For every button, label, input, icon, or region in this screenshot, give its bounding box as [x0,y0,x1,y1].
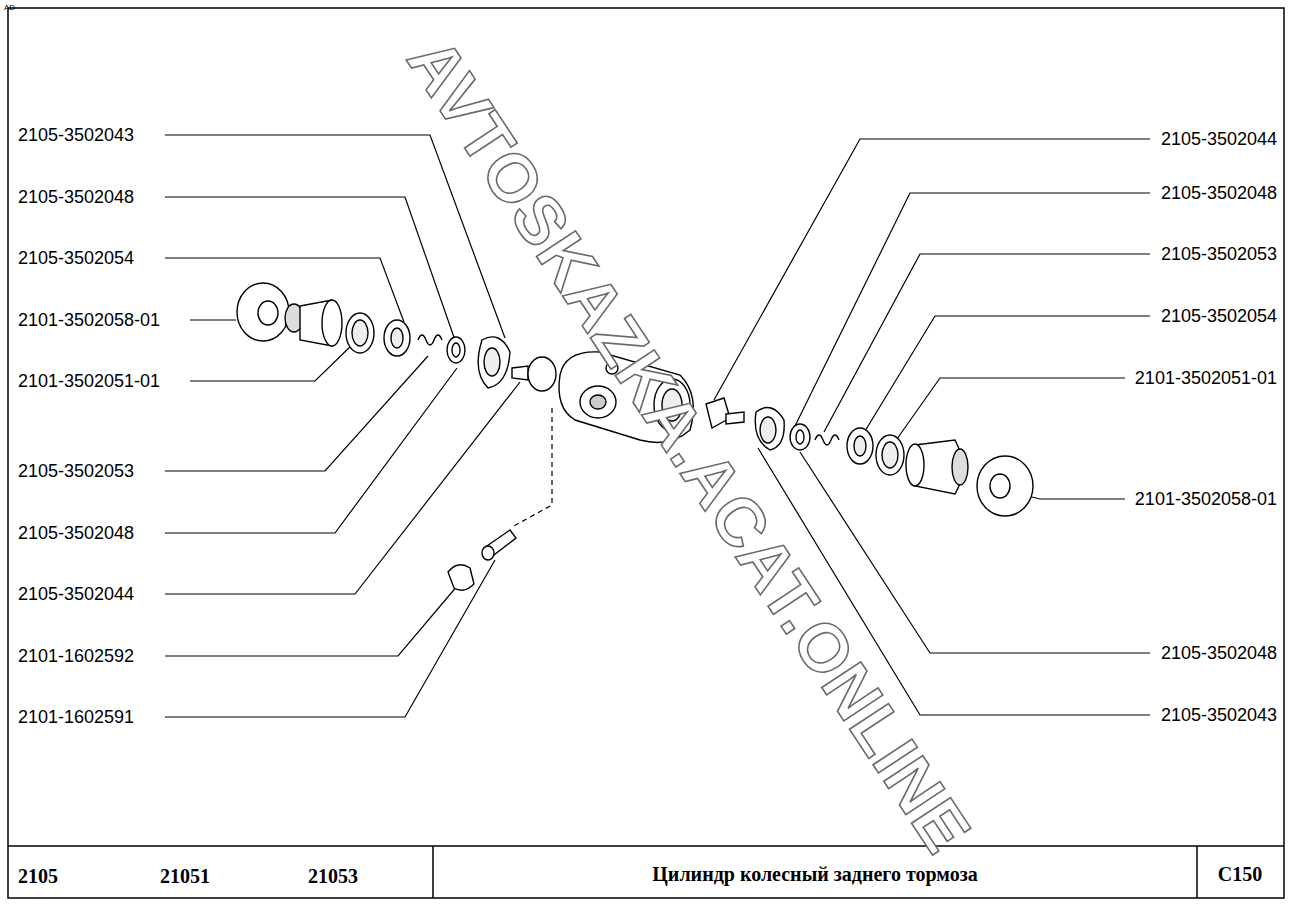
page-code: C150 [1218,864,1262,884]
sheet-title: Цилиндр колесный заднего тормоза [652,864,977,884]
part-number: 2105-3502048 [1161,184,1277,202]
part-number: 2105-3502043 [1161,706,1277,724]
part-number: 2101-3502058-01 [1135,490,1277,508]
frame [8,8,1284,898]
corner-mark: AD [4,4,15,12]
part-number: 2105-3502054 [18,249,134,267]
watermark: AVTOSKAZKA.ACAT.ONLINE [397,26,983,863]
part-number: 2105-3502054 [1161,307,1277,325]
part-number: 2101-3502058-01 [18,311,160,329]
part-number: 2105-3502043 [18,126,134,144]
part-number: 2105-3502053 [1161,245,1277,263]
part-number: 2101-1602592 [18,647,134,665]
model-code: 2105 [18,866,58,886]
part-number: 2105-3502044 [18,585,134,603]
model-code: 21053 [308,866,358,886]
part-number: 2105-3502048 [18,524,134,542]
part-number: 2105-3502044 [1161,130,1277,148]
part-number: 2105-3502048 [1161,644,1277,662]
part-number: 2101-3502051-01 [18,372,160,390]
part-number: 2105-3502053 [18,462,134,480]
part-number: 2105-3502048 [18,188,134,206]
part-number: 2101-3502051-01 [1135,369,1277,387]
model-code: 21051 [160,866,210,886]
part-number: 2101-1602591 [18,708,134,726]
